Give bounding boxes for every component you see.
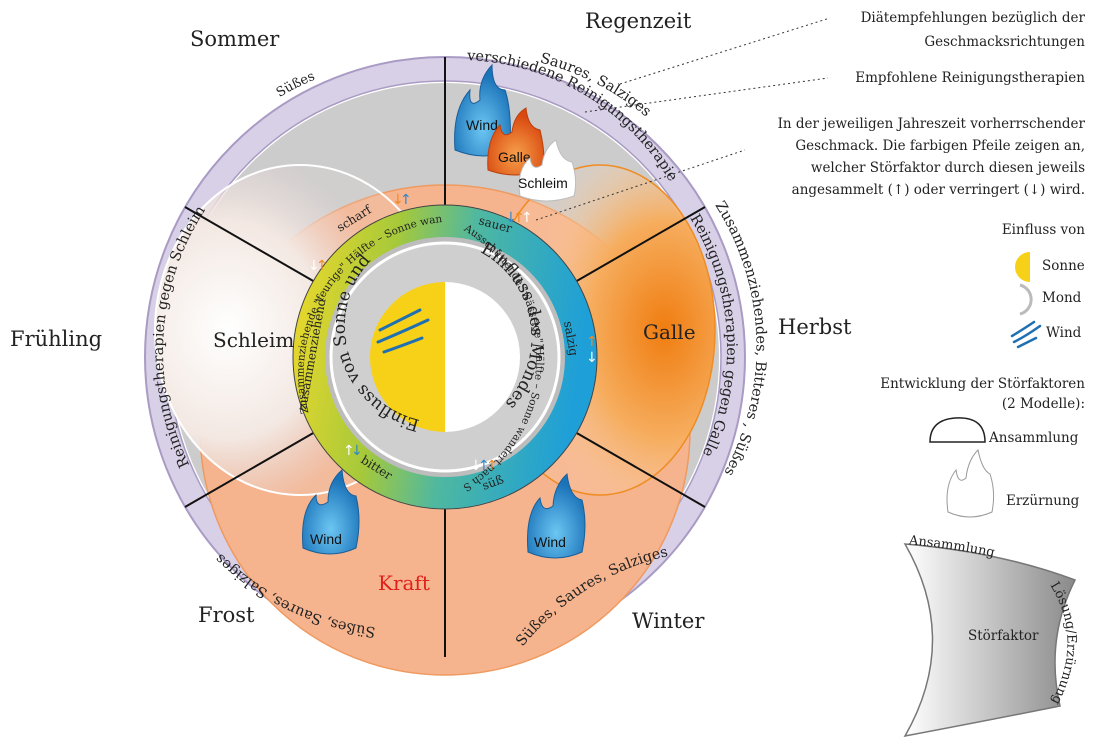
svg-text:↑: ↑: [586, 334, 598, 350]
anno-taste-line3: welcher Störfaktor durch diesen jeweils: [811, 160, 1085, 176]
anno-taste-line2: Geschmack. Die farbigen Pfeile zeigen an…: [795, 138, 1085, 154]
anno-cleansing: Empfohlene Reinigungstherapien: [855, 70, 1085, 86]
season-fruehling: Frühling: [10, 327, 102, 351]
flame-wind-frost-label: Wind: [310, 531, 342, 547]
legend-influence-title: Einfluss von: [1002, 222, 1085, 238]
dosha-schleim: Schleim: [213, 328, 294, 352]
svg-text:↓: ↓: [351, 443, 363, 459]
svg-text:↑: ↑: [316, 258, 328, 274]
legend-erzuernung: Erzürnung: [1006, 493, 1080, 509]
moon-icon: [1020, 285, 1031, 314]
legend-mond: Mond: [1042, 290, 1082, 306]
season-herbst: Herbst: [778, 315, 852, 339]
svg-text:↑: ↑: [400, 192, 412, 208]
anno-diet-line2: Geschmacksrichtungen: [924, 34, 1085, 50]
dosha-kraft: Kraft: [378, 571, 430, 595]
legend-dev-title2: (2 Modelle):: [1002, 396, 1085, 412]
season-regenzeit: Regenzeit: [585, 9, 692, 33]
legend-wind: Wind: [1046, 325, 1082, 341]
anno-taste-line1: In der jeweiligen Jahreszeit vorherrsche…: [778, 116, 1086, 132]
anno-taste-line4: angesammelt (↑) oder verringert (↓) wird…: [792, 182, 1085, 198]
season-winter: Winter: [632, 609, 705, 633]
sun-icon: [1015, 252, 1030, 282]
anno-diet-line1: Diätempfehlungen bezüglich der: [861, 10, 1086, 26]
season-sommer: Sommer: [190, 27, 280, 51]
svg-text:↑: ↑: [486, 458, 498, 474]
dosha-galle: Galle: [643, 320, 696, 344]
model-center-label: Störfaktor: [968, 628, 1039, 644]
flame-wind-winter-label: Wind: [534, 534, 566, 550]
svg-text:↑: ↑: [521, 210, 533, 226]
legend-ansammlung: Ansammlung: [988, 430, 1079, 446]
svg-text:↓: ↓: [586, 350, 598, 366]
season-frost: Frost: [198, 603, 255, 627]
flame-wind-label: Wind: [466, 117, 498, 133]
legend-sonne: Sonne: [1042, 258, 1085, 274]
wind-legend-icon: [1012, 322, 1040, 347]
flame-schleim-label: Schleim: [518, 175, 568, 191]
accumulation-icon: [930, 418, 985, 442]
legend-dev-title1: Entwicklung der Störfaktoren: [880, 376, 1085, 392]
erzuernung-flame-icon: [947, 450, 994, 517]
